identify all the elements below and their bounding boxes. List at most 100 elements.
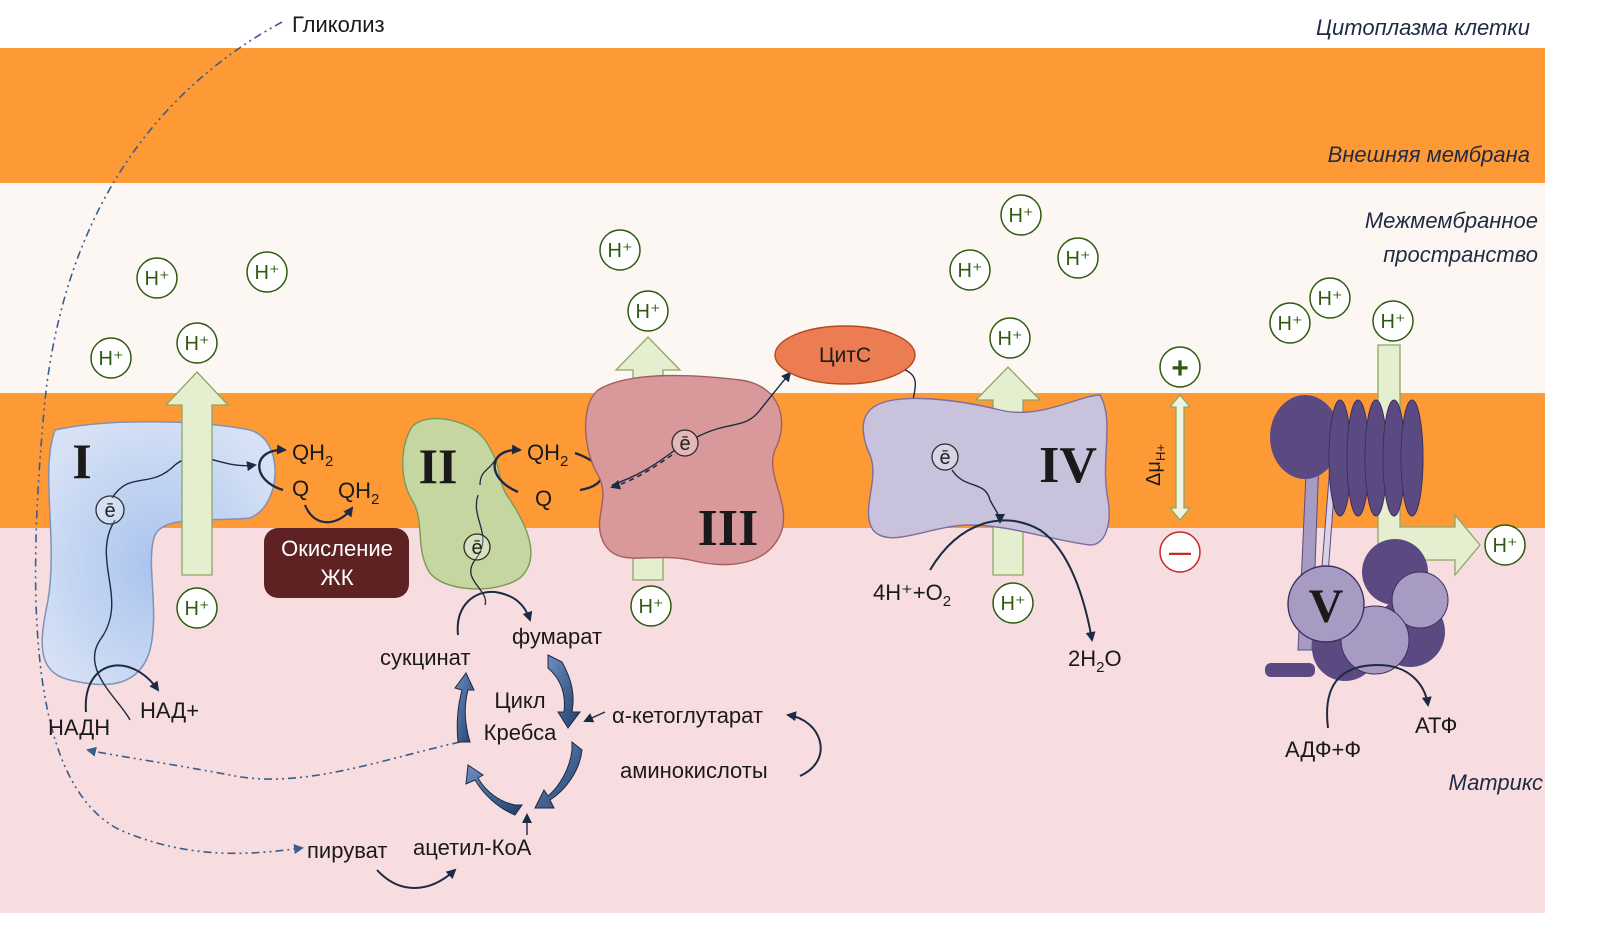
electron-symbol: ē bbox=[939, 447, 950, 469]
outer-membrane-band bbox=[0, 48, 1545, 183]
krebs-label-1: Цикл bbox=[494, 688, 545, 713]
q-label-i: Q bbox=[292, 476, 309, 501]
h-ion-circle bbox=[136, 257, 178, 299]
nadh-arrow bbox=[84, 664, 160, 713]
acetylcoa-label: ацетил-КоА bbox=[413, 835, 532, 860]
h-ion-label: H⁺ bbox=[1493, 535, 1518, 557]
pyruvate-label: пируват bbox=[307, 838, 387, 863]
h-ion-label: H⁺ bbox=[608, 240, 633, 262]
qh2-label-fa: QH2 bbox=[338, 478, 379, 508]
akg-label: α-кетоглутарат bbox=[612, 703, 763, 728]
nadh-label: НАДН bbox=[48, 715, 110, 740]
h-ion-circle bbox=[599, 229, 641, 271]
h-ion-circle bbox=[1372, 300, 1414, 342]
q-to-qh2-arrow bbox=[303, 504, 354, 524]
minus-circle bbox=[1159, 531, 1201, 573]
electron-to-cytc bbox=[696, 371, 792, 438]
h-ion-label: H⁺ bbox=[1066, 248, 1091, 270]
h-ion-label: H⁺ bbox=[99, 348, 124, 370]
h-ion-label: H⁺ bbox=[1001, 593, 1026, 615]
qh2-label-i: QH2 bbox=[292, 440, 333, 470]
h-ion-label: H⁺ bbox=[185, 333, 210, 355]
glycolysis-label: Гликолиз bbox=[292, 12, 385, 37]
nad-label: НАД+ bbox=[140, 698, 199, 723]
h-ion-circle bbox=[992, 582, 1034, 624]
complex-iv-label: IV bbox=[1039, 437, 1097, 494]
h-ion-circle bbox=[90, 337, 132, 379]
h-ion-label: H⁺ bbox=[255, 262, 280, 284]
h-ion-label: H⁺ bbox=[1009, 205, 1034, 227]
complex-ii-label: II bbox=[419, 438, 458, 494]
atp-synthesis-arrow bbox=[1326, 663, 1432, 729]
complex-i-label: I bbox=[72, 433, 91, 489]
cytc-label: ЦитС bbox=[819, 344, 871, 367]
delta-mu-label: ΔμH+ bbox=[1143, 444, 1168, 486]
h-ion-label: H⁺ bbox=[636, 301, 661, 323]
h-ion-label: H⁺ bbox=[958, 260, 983, 282]
fa-oxidation-line1: Окисление bbox=[281, 536, 393, 561]
complex-iii: III ē bbox=[584, 374, 785, 566]
h-ion-circle bbox=[949, 249, 991, 291]
h-ion-label: H⁺ bbox=[1278, 313, 1303, 335]
h-ion-circle bbox=[1309, 277, 1351, 319]
electron-symbol: ē bbox=[104, 500, 115, 522]
complex-iii-label: III bbox=[698, 500, 759, 557]
q-cycle-arrow-i bbox=[258, 444, 287, 492]
krebs-label-2: Кребса bbox=[484, 720, 557, 745]
complex-ii: ē II bbox=[402, 417, 532, 606]
o2-reactant-label: 4H⁺+O2 bbox=[873, 580, 951, 610]
cytoplasm-region bbox=[0, 0, 1600, 48]
h-ion-label: H⁺ bbox=[1381, 311, 1406, 333]
h-ion-circle bbox=[1000, 194, 1042, 236]
electron-symbol: ē bbox=[471, 537, 482, 559]
matrix-region bbox=[0, 528, 1545, 913]
h-ion-label: H⁺ bbox=[998, 328, 1023, 350]
h-ion-circle bbox=[627, 290, 669, 332]
akg-to-krebs-arrow bbox=[583, 711, 606, 723]
h-ion-label: H⁺ bbox=[639, 596, 664, 618]
q-label-ii: Q bbox=[535, 486, 552, 511]
electron-symbol: ē bbox=[679, 433, 690, 455]
succinate-fumarate-arrow bbox=[456, 590, 533, 636]
amino-to-akg-arrow bbox=[786, 711, 822, 777]
cytochrome-c: ЦитС bbox=[774, 325, 916, 385]
complex-v-label: V bbox=[1309, 580, 1344, 633]
outer-membrane-label: Внешняя мембрана bbox=[1328, 142, 1530, 167]
h-ion-circle bbox=[176, 587, 218, 629]
h-ion-circle bbox=[1057, 237, 1099, 279]
minus-sign: — bbox=[1169, 540, 1191, 565]
intermembrane-label-2: пространство bbox=[1383, 242, 1538, 267]
h-ion-label: H⁺ bbox=[1318, 288, 1343, 310]
h-ion-circle bbox=[989, 317, 1031, 359]
h-ion-circle bbox=[246, 251, 288, 293]
h-ion-circle bbox=[1269, 302, 1311, 344]
fumarate-label: фумарат bbox=[512, 624, 602, 649]
amino-acids-label: аминокислоты bbox=[620, 758, 768, 783]
krebs-cycle-arrows bbox=[454, 654, 583, 816]
water-label: 2H2O bbox=[1068, 646, 1122, 676]
glycolysis-path bbox=[34, 21, 304, 855]
h-ion-circle bbox=[630, 585, 672, 627]
proton-ions: H⁺H⁺H⁺H⁺H⁺H⁺H⁺H⁺H⁺H⁺H⁺H⁺H⁺H⁺H⁺H⁺H⁺ bbox=[90, 194, 1526, 629]
complex-i-proton-channel bbox=[164, 371, 230, 576]
q-cycle-arrow-ii bbox=[493, 444, 522, 494]
fatty-acid-oxidation-box: Окисление ЖК bbox=[264, 528, 409, 598]
atp-label: АТФ bbox=[1415, 713, 1457, 738]
h-ion-circle bbox=[1484, 524, 1526, 566]
plus-circle bbox=[1159, 346, 1201, 388]
complex-iv: IV ē bbox=[862, 394, 1110, 546]
oxygen-reduction-arrow bbox=[929, 519, 1096, 642]
pyruvate-to-acetylcoa-arrow bbox=[376, 868, 457, 889]
h-ion-label: H⁺ bbox=[185, 598, 210, 620]
adp-label: АДФ+Ф bbox=[1285, 737, 1361, 762]
proton-gradient-indicator: ΔμH+ + — bbox=[1143, 346, 1201, 573]
matrix-label: Матрикс bbox=[1449, 770, 1544, 795]
fa-oxidation-line2: ЖК bbox=[320, 565, 353, 590]
plus-sign: + bbox=[1171, 352, 1189, 385]
atp-synthase: V bbox=[1265, 344, 1481, 681]
succinate-label: сукцинат bbox=[380, 645, 471, 670]
qh2-label-ii: QH2 bbox=[527, 440, 568, 470]
intermembrane-label-1: Межмембранное bbox=[1365, 208, 1538, 233]
